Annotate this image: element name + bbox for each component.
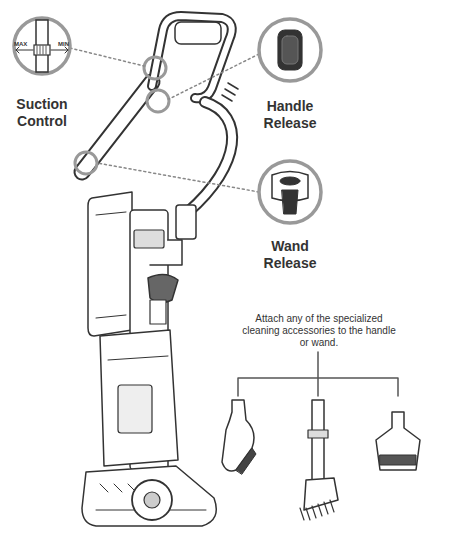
nozzle-vents (100, 484, 136, 492)
wheel-hub (144, 492, 160, 508)
upholstery-strip (380, 455, 416, 465)
lower-body (100, 330, 178, 466)
upholstery-tool (376, 412, 420, 470)
callout-ring (259, 19, 321, 81)
floor-nozzle (82, 466, 216, 526)
handle-ribs (222, 83, 238, 101)
motor-housing (118, 385, 152, 433)
instruction-note: Attach any of the specialized cleaning a… (240, 313, 398, 349)
hose-cuff (176, 205, 196, 239)
callout-label: Handle Release (245, 98, 335, 132)
bristles (300, 500, 334, 520)
scale-mark: MIN (58, 41, 78, 48)
scale-mark: MAX (14, 41, 34, 48)
hose (188, 102, 232, 212)
callout-label: Wand Release (245, 238, 335, 272)
callout-circle: Handle Release (245, 14, 335, 139)
wand (82, 82, 152, 172)
callout-ring (75, 152, 97, 174)
leader-line (169, 54, 259, 99)
leader-line (97, 163, 259, 192)
crevice-collar (308, 430, 328, 438)
dust-cup (88, 192, 132, 336)
dust-brush (148, 274, 178, 302)
accessory-clip (134, 230, 164, 248)
callout-ring (147, 90, 169, 112)
wheel (132, 480, 172, 520)
crevice-tool (312, 400, 324, 480)
circle-outline (245, 14, 335, 85)
wand-fill (82, 82, 152, 172)
circle-outline (0, 12, 84, 78)
handle-opening (175, 22, 221, 44)
hose-fill (188, 102, 232, 212)
handle-grip (152, 16, 232, 98)
callout-ring (259, 161, 321, 223)
circle-outline (245, 156, 335, 227)
brush-head (304, 478, 338, 510)
wide-tool-tip (236, 448, 256, 474)
handle-grip-fill (152, 16, 232, 98)
callout-ring (144, 57, 166, 79)
callout-label: Suction Control (0, 96, 90, 130)
bracket (238, 352, 398, 396)
callout-circle: Wand Release (245, 156, 335, 281)
dust-cup-line (96, 212, 126, 215)
leader-line (70, 48, 144, 66)
callout-circle: MAXMINSuction Control (0, 12, 84, 137)
dust-cup-line (96, 315, 126, 318)
brush-holder (150, 300, 166, 324)
body-line (108, 356, 168, 360)
